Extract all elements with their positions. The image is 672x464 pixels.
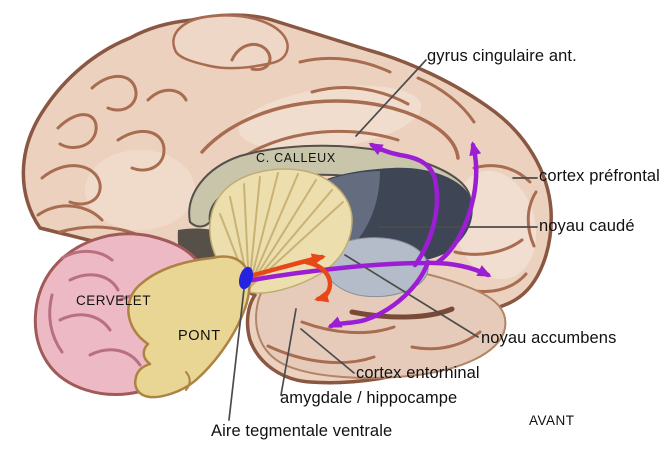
pathway-vta-to-accumbens — [247, 253, 326, 279]
leader-aire-tegmentale — [228, 288, 245, 421]
pathway-vta-to-prefrontal — [249, 260, 492, 283]
label-cervelet: CERVELET — [76, 293, 152, 308]
fornix-fiber-line — [248, 172, 279, 289]
leader-gyrus-cingulaire — [355, 59, 427, 137]
pathway-accumbens-hook — [303, 259, 333, 303]
gyrus-line — [266, 344, 376, 365]
cerebellum-fold-line — [88, 348, 142, 367]
label-aire-tegmentale: Aire tegmentale ventrale — [211, 422, 393, 440]
pathway-vta-to-cingulate — [368, 142, 440, 268]
cingulate-sulcus-line — [200, 99, 460, 160]
label-avant: AVANT — [529, 413, 575, 428]
leader-lines — [228, 59, 538, 421]
fornix-fiber-line — [248, 173, 299, 289]
gyrus-line — [298, 56, 392, 74]
label-cortex-prefrontal: cortex préfrontal — [539, 167, 660, 185]
label-cortex-entorhinal: cortex entorhinal — [356, 364, 480, 382]
cerebellum-fold-line — [60, 250, 114, 262]
gyrus-line — [526, 190, 538, 248]
fornix-fiber-line — [248, 179, 317, 289]
pathway-vta-to-frontal-superior — [435, 141, 482, 265]
cerebellum-fold-line — [48, 293, 64, 354]
paracentral-gyrus — [172, 14, 289, 70]
gyrus-line — [56, 113, 98, 149]
gyrus-line — [116, 129, 166, 172]
gyrus-line — [453, 238, 524, 256]
cerebellum-fold-line — [58, 313, 112, 332]
leader-amygdale-hippocampe — [280, 308, 297, 396]
vta-dot — [238, 266, 254, 290]
gyrus-line — [36, 204, 104, 222]
orbital-shadow-line — [349, 306, 455, 320]
leader-noyau-accumbens — [344, 254, 479, 338]
gyrus-line — [416, 76, 476, 124]
gyrus-line — [300, 320, 396, 335]
pathway-vta-to-limbic — [327, 259, 431, 329]
cerebellum-fold-line — [68, 273, 120, 292]
gyrus-line — [230, 43, 272, 72]
pons-notch-line — [185, 371, 191, 391]
gyrus-line — [40, 164, 102, 206]
leader-cortex-entorhinal — [300, 328, 355, 374]
label-gyrus-cingulaire: gyrus cingulaire ant. — [427, 47, 577, 65]
pons-brainstem-shape — [127, 255, 251, 399]
dopamine-pathways-orange — [247, 253, 333, 303]
label-noyau-caude: noyau caudé — [539, 217, 635, 235]
label-amygdale-hippocampe: amygdale / hippocampe — [280, 389, 458, 407]
gyrus-line — [90, 74, 138, 112]
dopamine-pathways-purple — [249, 141, 492, 329]
label-corps-calleux: C. CALLEUX — [256, 151, 336, 165]
label-pont: PONT — [178, 328, 221, 344]
gyrus-line — [310, 86, 410, 106]
label-noyau-accumbens: noyau accumbens — [481, 329, 617, 347]
gyrus-line — [146, 88, 188, 102]
